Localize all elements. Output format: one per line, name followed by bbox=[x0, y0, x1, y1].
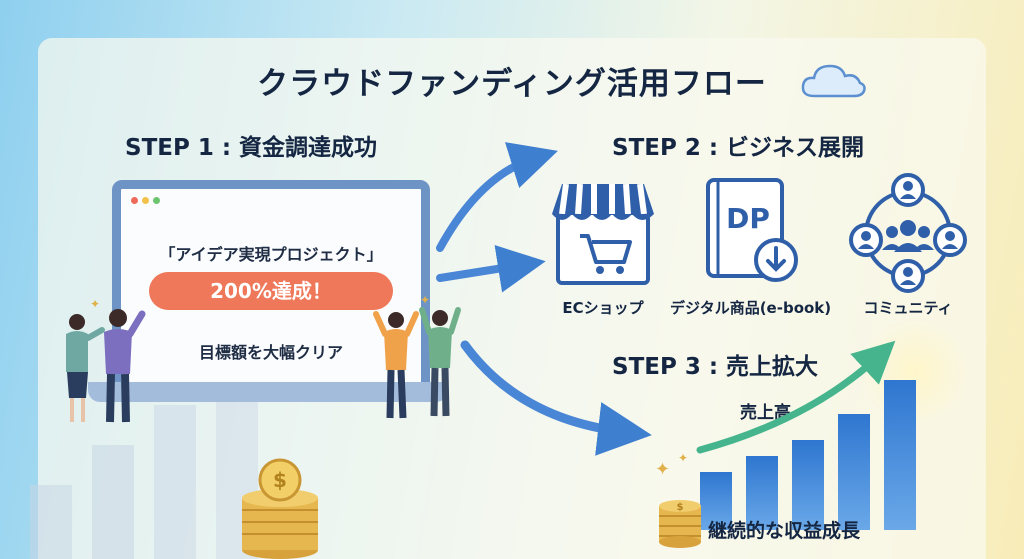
window-dot-red bbox=[131, 197, 138, 204]
people-right-illustration: ✦ bbox=[373, 293, 461, 419]
sales-bar-1 bbox=[700, 472, 732, 530]
svg-text:✦: ✦ bbox=[420, 293, 430, 307]
community-icon bbox=[849, 173, 967, 293]
ebook-icon-text: DP bbox=[726, 202, 770, 235]
digital-product-label: デジタル商品(e-book) bbox=[670, 299, 832, 317]
page-title: クラウドファンディング活用フロー bbox=[257, 66, 767, 102]
laptop-screen: 「アイデア実現プロジェクト」 200%達成！ 目標額を大幅クリア bbox=[112, 180, 430, 393]
people-left-illustration: ✦ bbox=[66, 297, 146, 423]
step3-title: STEP 3 : 売上拡大 bbox=[612, 354, 819, 380]
ec-shop-label: ECショップ bbox=[562, 299, 644, 317]
svg-text:✦: ✦ bbox=[655, 459, 670, 480]
achievement-badge: 200%達成！ bbox=[149, 272, 393, 310]
coin-stack-small-icon: $ bbox=[659, 500, 701, 548]
ebook-icon: DP bbox=[706, 178, 798, 282]
sales-bar-5 bbox=[884, 380, 916, 530]
sales-label: 売上高 bbox=[740, 403, 791, 423]
window-dot-yellow bbox=[142, 197, 149, 204]
sales-bar-2 bbox=[746, 456, 778, 530]
shop-cart-icon bbox=[552, 183, 654, 285]
growth-footer: 継続的な収益成長 bbox=[708, 520, 861, 542]
step1-title: STEP 1 : 資金調達成功 bbox=[125, 135, 378, 161]
svg-text:$: $ bbox=[677, 502, 684, 513]
sales-bar-4 bbox=[838, 414, 870, 530]
goal-text: 目標額を大幅クリア bbox=[198, 343, 343, 362]
step2-title: STEP 2 : ビジネス展開 bbox=[612, 135, 865, 161]
sales-bar-3 bbox=[792, 440, 824, 530]
window-dot-green bbox=[153, 197, 160, 204]
svg-text:$: $ bbox=[273, 468, 287, 492]
laptop-base bbox=[88, 382, 448, 402]
cloud-icon bbox=[801, 64, 866, 98]
svg-text:✦: ✦ bbox=[90, 297, 100, 311]
coin-stack-icon: $ bbox=[242, 458, 318, 559]
community-label: コミュニティ bbox=[863, 299, 953, 317]
project-name: 「アイデア実現プロジェクト」 bbox=[159, 245, 383, 264]
svg-text:✦: ✦ bbox=[678, 451, 688, 465]
